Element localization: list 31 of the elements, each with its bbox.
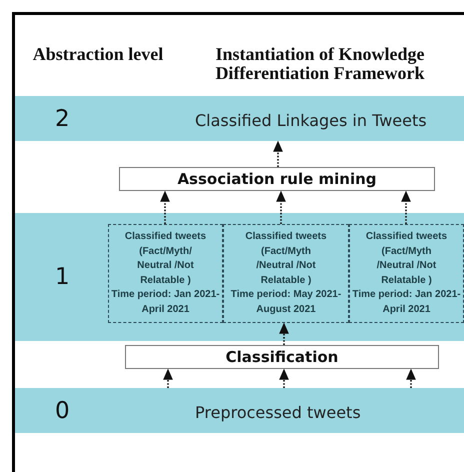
band-label: Preprocessed tweets [195,402,361,422]
arrow [160,190,170,224]
time-period-text: Time period: Jan 2021-April 2021 [111,288,220,316]
box-text: Association rule mining [177,170,377,188]
arrow [279,368,289,388]
box-text: Classification [226,348,338,366]
level-band [15,213,464,341]
dashed-box [108,224,223,323]
arrow [406,368,416,388]
dashed-box [223,224,349,323]
box-text: Classified tweets (Fact/Myth/ Neutral /Not Relatable ) [124,230,208,288]
time-period-text: Time period: May 2021-August 2021 [230,288,342,316]
process-box [119,167,435,191]
arrow [163,368,173,388]
time-period-text: Time period: Jan 2021-April 2021 [352,288,461,316]
level-band [15,96,464,141]
process-box [125,345,439,369]
arrow [276,190,286,224]
column-heading: Instantiation of Knowledge Differentiation Framework [214,45,426,83]
level-number: 2 [55,106,70,132]
box-text: Classified tweets (Fact/Myth /Neutral /Not Relatable ) [244,230,328,288]
arrow [401,190,411,224]
band-label: Classified Linkages in Tweets [195,110,427,130]
arrow [273,140,283,167]
arrow [279,322,289,345]
level-band [15,388,464,433]
dashed-box [349,224,464,323]
level-number: 1 [55,264,70,290]
level-number: 0 [55,398,70,424]
column-heading: Abstraction level [32,45,164,64]
box-text: Classified tweets (Fact/Myth /Neutral /Not Relatable ) [364,230,448,288]
